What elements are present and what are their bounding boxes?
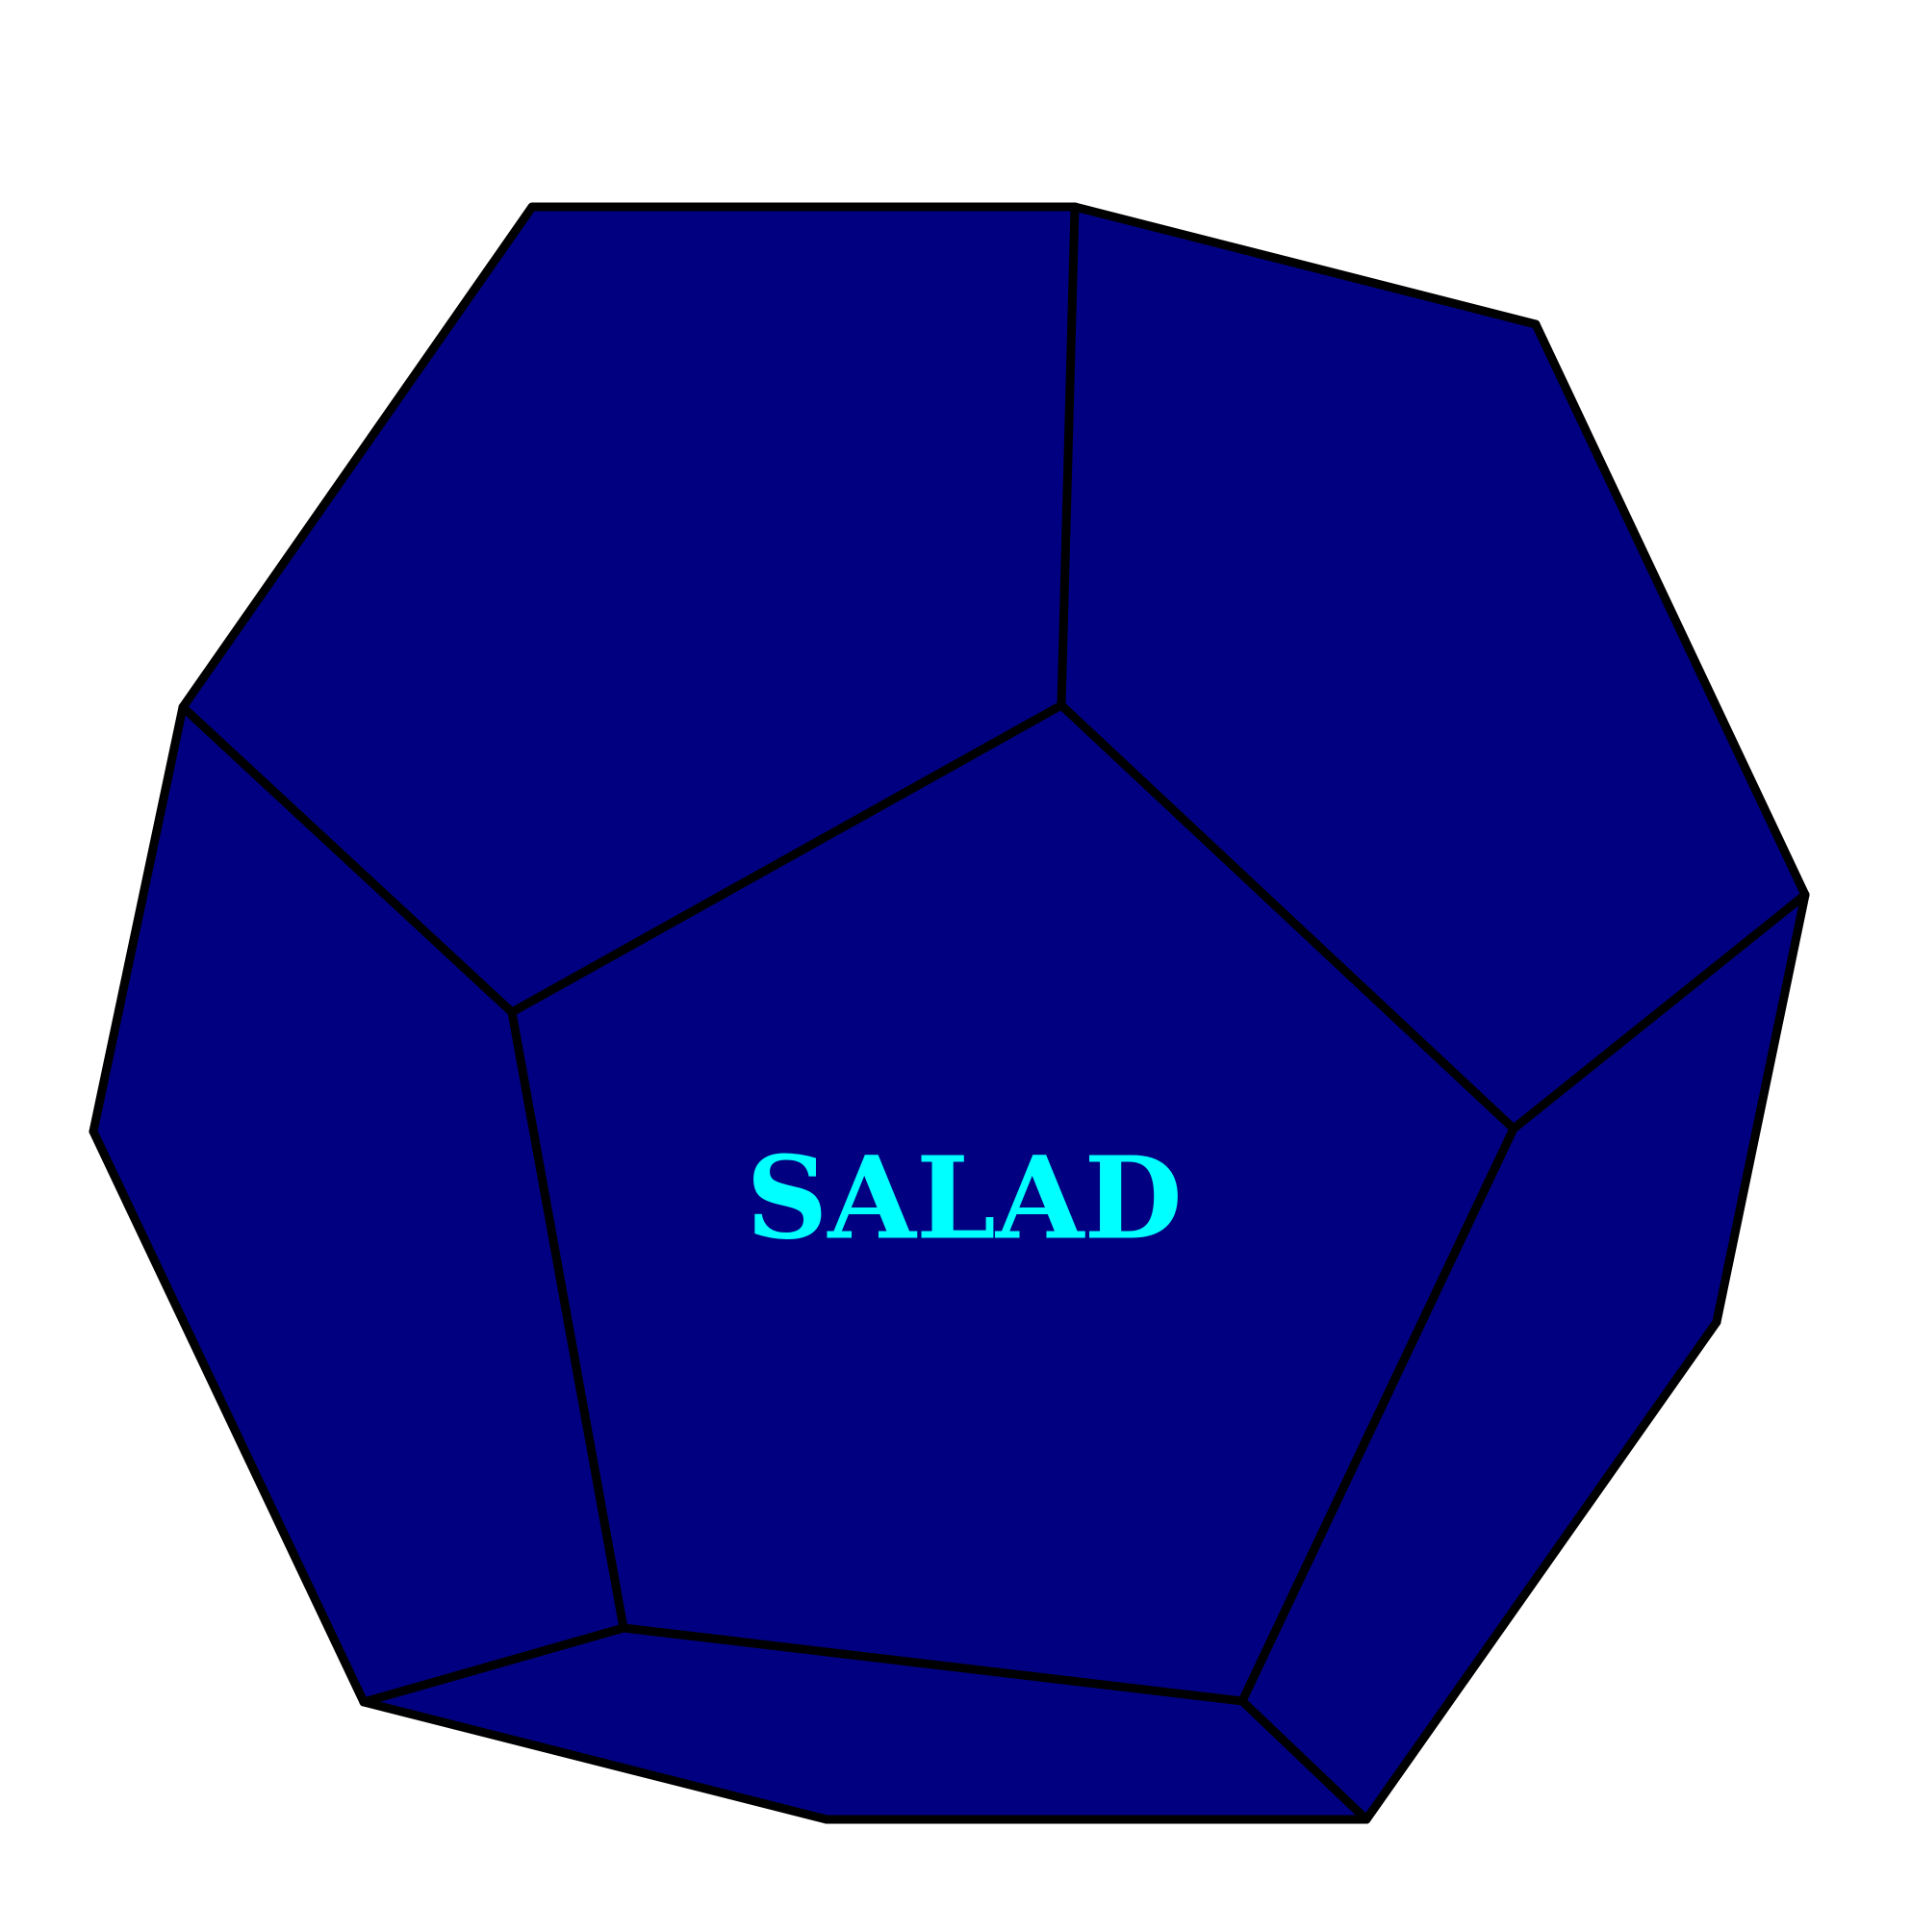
edge-spoke-right bbox=[1509, 890, 1810, 1133]
face-label: SALAD bbox=[746, 1131, 1183, 1265]
front-face-edges bbox=[507, 700, 1518, 1706]
dodecahedron-edges bbox=[89, 202, 1810, 1824]
dodecahedron-body bbox=[93, 207, 1805, 1819]
edge-left-lower bbox=[89, 1127, 369, 1707]
edge-top-left bbox=[178, 202, 537, 712]
edge-bottom-right bbox=[1362, 1317, 1721, 1824]
edge-right-lower bbox=[1712, 890, 1810, 1327]
edge-spoke-bottom-right bbox=[1237, 1696, 1371, 1824]
edge-top-right bbox=[1070, 202, 1541, 329]
edge-left-upper bbox=[89, 702, 188, 1136]
edge-spoke-top bbox=[1057, 202, 1080, 710]
edge-right-upper bbox=[1531, 319, 1810, 900]
edge-spoke-left bbox=[178, 702, 517, 1017]
edge-spoke-bottom-left bbox=[359, 1623, 628, 1707]
edge-bottom-left bbox=[359, 1697, 831, 1824]
